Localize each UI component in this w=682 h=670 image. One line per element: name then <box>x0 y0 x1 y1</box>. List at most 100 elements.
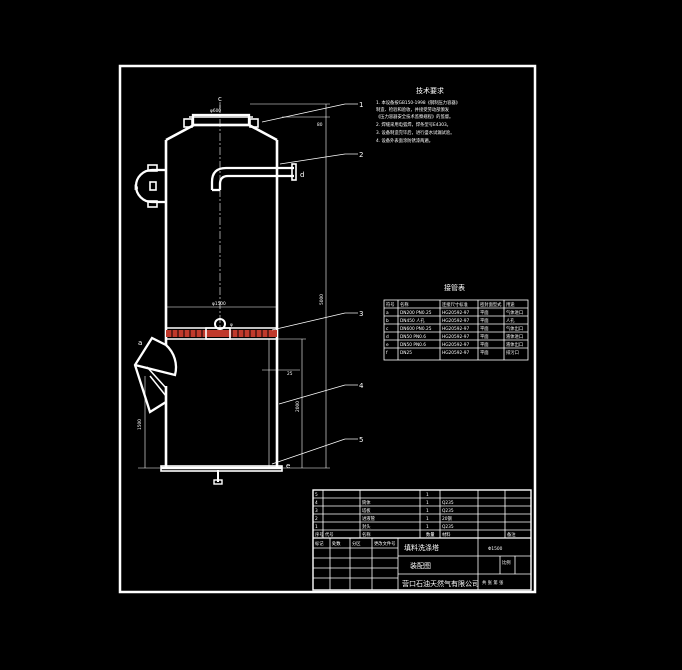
notes-line: 2. 焊缝采用电弧焊，焊条型号E4303。 <box>376 121 451 128</box>
bom-cell: 塔板 <box>362 507 371 514</box>
bom-cell: Q235 <box>442 508 454 514</box>
nozzle-table-cell: DN25 <box>400 350 412 356</box>
nozzle-table-header: 符号 <box>386 301 395 308</box>
nozzle-table-cell: 平面 <box>480 350 489 356</box>
leader-label-4: 4 <box>359 382 364 390</box>
notes-line: 3. 设备制造完毕后，进行盛水试漏试验。 <box>376 129 455 136</box>
notes-line: 制造、检验和验收，并接受劳动部颁发 <box>376 106 450 113</box>
nozzle-table-cell: 液体出口 <box>506 341 523 348</box>
top-diameter-label: φ600 <box>210 108 221 114</box>
inlet-pipe-d <box>210 163 297 192</box>
nozzle-table-cell: a <box>386 311 389 316</box>
nozzle-table-cell: 排污口 <box>506 349 519 356</box>
revision-label: 分区 <box>352 540 361 547</box>
bom-cell: 1 <box>426 508 429 514</box>
technical-notes: 技术要求 1. 本设备按GB150-1998《钢制压力容器》 制造、检验和验收，… <box>376 86 460 144</box>
revision-label: 处数 <box>332 540 341 547</box>
bom-cell: 1 <box>315 524 318 530</box>
bom-cell: Q235 <box>442 500 454 506</box>
nozzle-table-cell: 平面 <box>480 310 489 316</box>
nozzle-label-e: e <box>286 462 290 470</box>
leader-label-5: 5 <box>359 436 363 444</box>
nozzle-table-header: 名称 <box>400 301 409 308</box>
drawing-name: 填料洗涤塔 <box>404 543 439 552</box>
bom-cell: 1 <box>426 516 429 522</box>
top-head <box>165 123 278 142</box>
bom-cell: 备注 <box>507 531 516 538</box>
scale-label: 比例 <box>502 559 511 566</box>
nozzle-table-cell: 平面 <box>480 318 489 324</box>
notes-line: 《压力容器安全技术监察规程》的监督。 <box>376 113 453 120</box>
bom-cell: 1 <box>426 524 429 530</box>
nozzle-table-cell: DN50 PN0.6 <box>400 342 426 348</box>
nozzle-table-cell: 平面 <box>480 342 489 348</box>
leader-label-2: 2 <box>359 151 363 159</box>
nozzle-table-cell: 气体进口 <box>506 309 523 316</box>
bom-cell: 进液管 <box>362 515 376 522</box>
nozzle-table-cell: DN450 人孔 <box>400 317 425 324</box>
nozzle-table-cell: 平面 <box>480 326 489 332</box>
dim-height-label: 5000 <box>319 294 325 305</box>
nozzle-table-cell: HG20592-97 <box>442 350 470 356</box>
sheet-label: 共 张 第 张 <box>482 579 504 586</box>
nozzle-table-title: 接管表 <box>444 283 465 292</box>
bom-cell: 序号 <box>315 531 324 538</box>
vessel-diameter-label: φ1500 <box>212 301 226 307</box>
nozzle-label-b: b <box>134 184 139 192</box>
nozzle-table-cell: HG20592-97 <box>442 334 470 340</box>
notes-line: 4. 设备外表面涂防锈漆两遍。 <box>376 137 433 144</box>
nozzle-table-cell: DN200 PN0.25 <box>400 310 432 316</box>
nozzle-label-c: c <box>218 95 222 103</box>
bom-cell: 2 <box>315 516 318 522</box>
notes-title: 技术要求 <box>416 86 444 95</box>
tray-plate <box>166 318 277 340</box>
bom-cell: 1 <box>426 500 429 506</box>
dim-plate-small-label: 25 <box>287 371 293 377</box>
bom-cell: Q235 <box>442 524 454 530</box>
bom-cell: 1 <box>426 492 429 498</box>
nozzle-label-d: d <box>300 171 304 179</box>
bom-cell: 材料 <box>442 531 451 538</box>
nozzle-table-cell: DN50 PN0.6 <box>400 334 426 340</box>
bom-cell: 封头 <box>362 523 371 530</box>
company-name: 营口石油天然气有限公司 <box>402 579 479 588</box>
nozzle-table-cell: HG20592-97 <box>442 318 470 324</box>
dim-left-height-label: 1500 <box>137 419 143 430</box>
notes-line: 1. 本设备按GB150-1998《钢制压力容器》 <box>376 99 460 106</box>
nozzle-table-cell: 液体进口 <box>506 333 523 340</box>
nozzle-table-cell: DN600 PN0.25 <box>400 326 432 332</box>
bom-cell: 3 <box>315 508 318 514</box>
bom-cell: 20钢 <box>442 515 452 522</box>
drawing-frame <box>118 64 537 594</box>
manway-b <box>134 164 166 208</box>
nozzle-table-cell: 气体出口 <box>506 325 523 332</box>
nozzle-table-cell: b <box>386 318 389 324</box>
nozzle-table-header: 用途 <box>506 301 515 308</box>
bom-cell: 代号 <box>325 531 334 538</box>
revision-label: 更改文件号 <box>374 540 395 547</box>
nozzle-table-cell: f <box>386 350 388 356</box>
nozzle-table-header: 密封面型式 <box>480 301 502 308</box>
bom-cell: 名称 <box>362 531 371 538</box>
dim-top-small-label: 80 <box>317 122 323 128</box>
vessel <box>160 113 283 485</box>
top-nozzle-flange <box>191 113 251 127</box>
drawing-spec: Φ1500 <box>488 546 503 552</box>
bom-cell: 筒体 <box>362 499 371 506</box>
bom-cell: 数量 <box>426 531 435 538</box>
tray-center-mark: φ <box>230 323 233 328</box>
nozzle-table-cell: d <box>386 334 389 340</box>
nozzle-table-cell: 人孔 <box>506 317 515 324</box>
leader-label-3: 3 <box>359 310 363 318</box>
nozzle-label-a: a <box>138 339 142 347</box>
bom-cell: 4 <box>315 500 318 506</box>
nozzle-table-cell: HG20592-97 <box>442 326 470 332</box>
bom-cell: 5 <box>315 492 318 498</box>
nozzle-table-cell: 平面 <box>480 334 489 340</box>
leader-label-1: 1 <box>359 101 363 109</box>
nozzle-table-cell: e <box>386 343 389 348</box>
nozzle-table-header: 连接尺寸标准 <box>442 301 468 308</box>
inlet-nozzle-a <box>133 336 178 414</box>
